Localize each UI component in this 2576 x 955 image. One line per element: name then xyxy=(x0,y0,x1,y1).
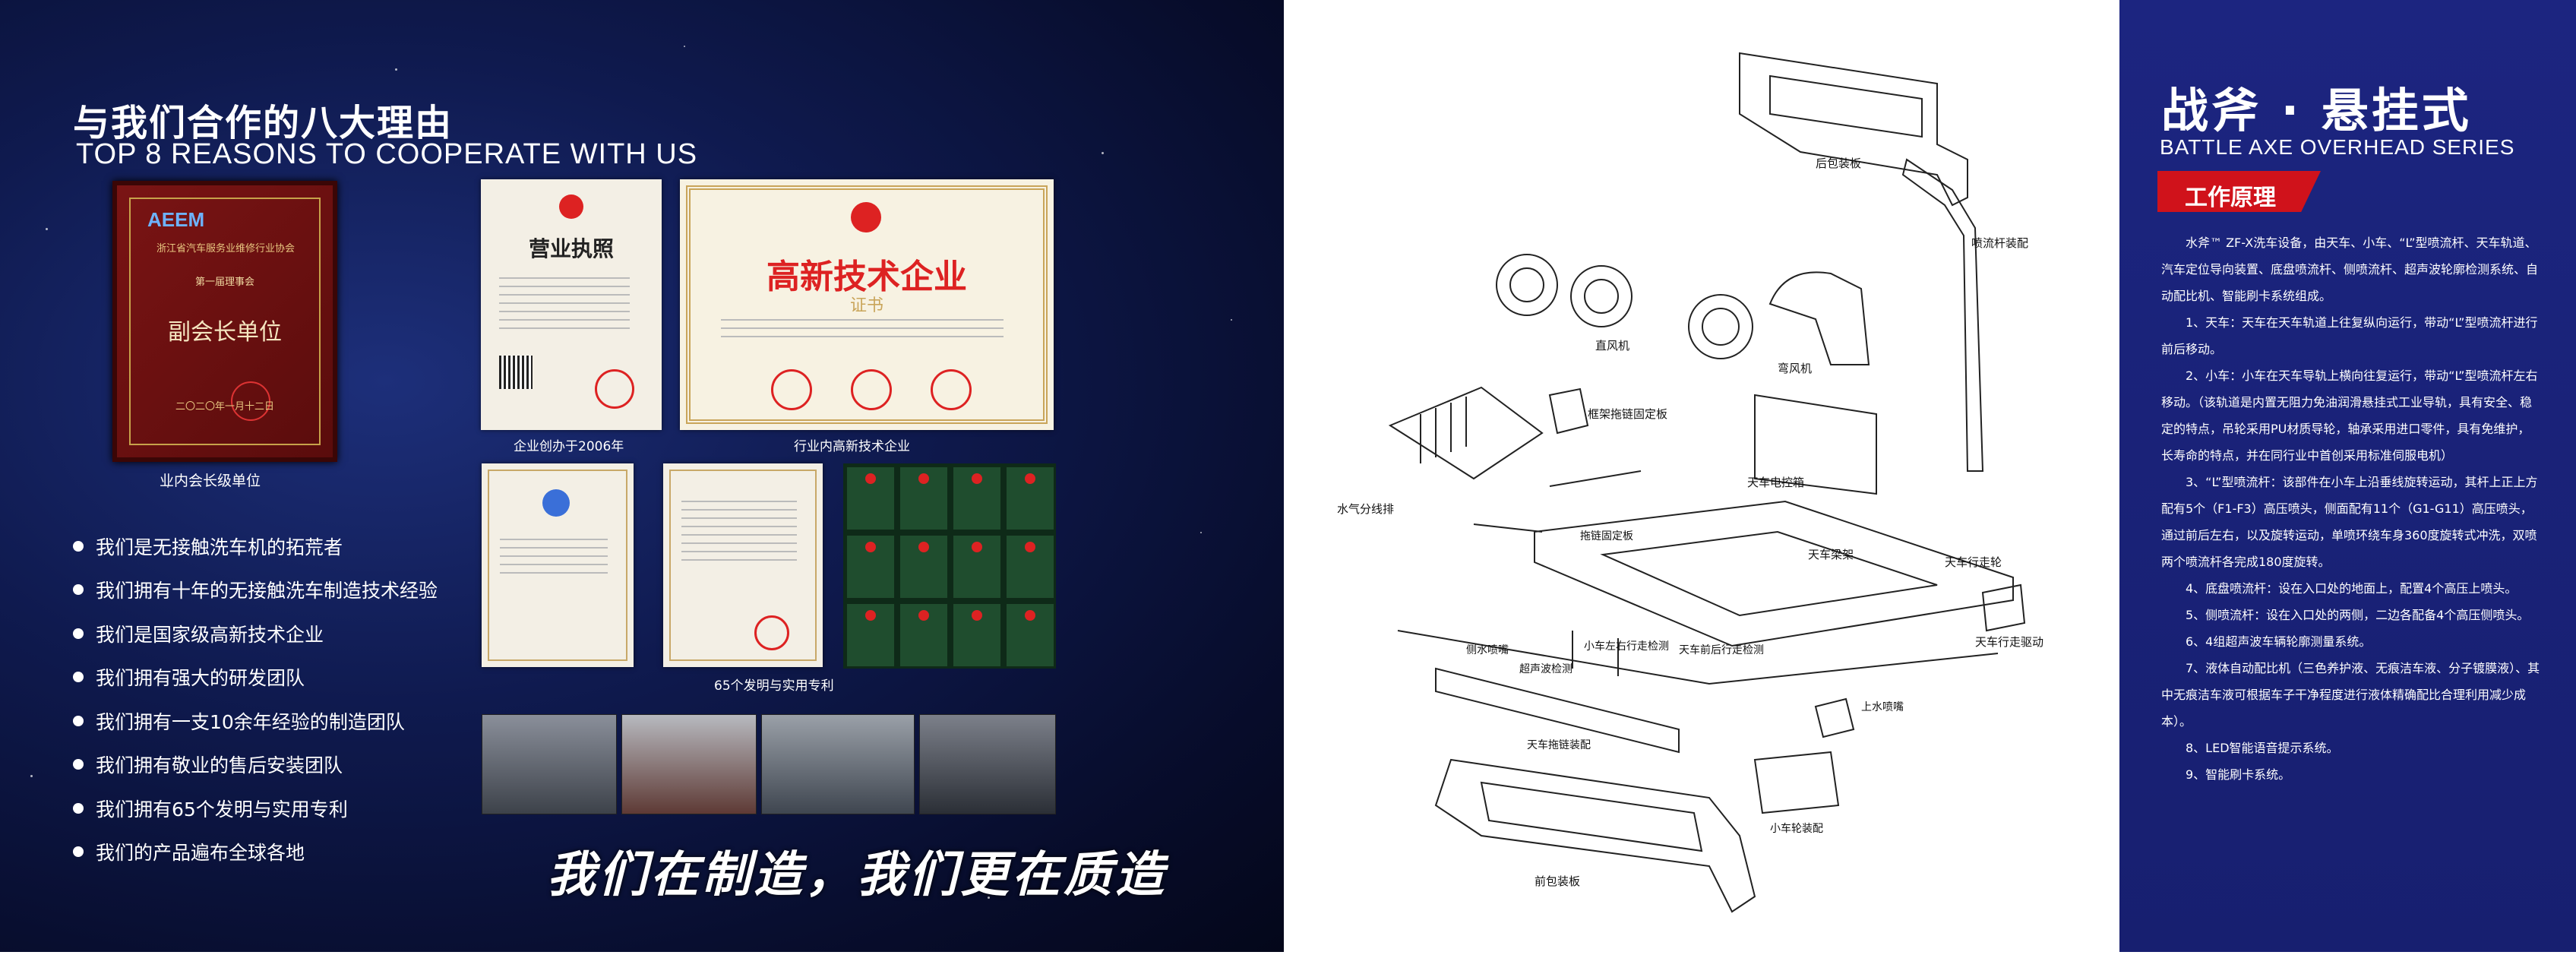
label-chain-bracket: 拖链固定板 xyxy=(1580,530,1633,542)
section-tag: 工作原理 xyxy=(2157,171,2321,212)
label-rear-panel: 后包装板 xyxy=(1816,157,1861,170)
label-chain-slot: 天车拖链装配 xyxy=(1527,738,1591,751)
license-title: 营业执照 xyxy=(528,236,614,261)
list-item: 我们拥有一支10余年经验的制造团队 xyxy=(73,699,438,743)
page-subtitle: TOP 8 REASONS TO COOPERATE WITH US xyxy=(76,138,698,170)
list-item: 我们是国家级高新技术企业 xyxy=(73,612,438,656)
paragraph: 6、4组超声波车辆轮廓测量系统。 xyxy=(2186,634,2372,649)
section-tag-label: 工作原理 xyxy=(2185,185,2276,211)
label-frame-chain: 框架拖链固定板 xyxy=(1588,407,1667,421)
paragraph: 9、智能刷卡系统。 xyxy=(2186,767,2291,782)
factory-photo-4 xyxy=(919,714,1056,814)
right-panel xyxy=(2119,0,2576,952)
list-item: 我们拥有强大的研发团队 xyxy=(73,656,438,700)
label-travel-wheel: 天车行走轮 xyxy=(1945,555,2002,569)
series-title: 战斧 · 悬挂式 xyxy=(2161,83,2472,138)
label-side-nozzle: 侧水喷嘴 xyxy=(1466,644,1509,656)
label-ultra-detect: 超声波检测 xyxy=(1519,663,1572,675)
patents-caption: 65个发明与实用专利 xyxy=(714,678,834,694)
association-plaque: AEEM 浙江省汽车服务业维修行业协会 第一届理事会 副会长单位 二〇二〇年一月… xyxy=(112,181,337,462)
paragraph: 4、底盘喷流杆：设在入口处的地面上，配置4个高压上喷头。 xyxy=(2186,581,2518,596)
series-subtitle: BATTLE AXE OVERHEAD SERIES xyxy=(2160,135,2515,159)
patent-certificate-wall xyxy=(843,463,1056,669)
factory-photo-1 xyxy=(482,714,617,814)
label-water-gas: 水气分线排 xyxy=(1337,502,1394,516)
hightech-title: 高新技术企业 xyxy=(766,258,967,296)
exploded-diagram-panel: 后包装板 喷流杆装配 直风机 弯风机 框架拖链固定板 水气分线排 天车电控箱 天… xyxy=(1284,0,2119,952)
list-item: 我们是无接触洗车机的拓荒者 xyxy=(73,524,438,568)
slogan: 我们在制造，我们更在质造 xyxy=(547,846,1167,903)
paragraph: 2、小车：小车在天车导轨上横向往复运行，带动“L”型喷流杆左右移动。（该轨道是内… xyxy=(2161,368,2538,463)
plaque-association: 浙江省汽车服务业维修行业协会 xyxy=(156,243,295,255)
list-item: 我们拥有十年的无接触洗车制造技术经验 xyxy=(73,568,438,612)
patent-certificate-2 xyxy=(663,463,823,667)
hightech-caption: 行业内高新技术企业 xyxy=(794,439,910,454)
label-travel-detect: 天车前后行走检测 xyxy=(1679,644,1764,656)
paragraph: 1、天车：天车在天车轨道上往复纵向运行，带动“L”型喷流杆进行前后移动。 xyxy=(2161,315,2538,356)
plaque-session: 第一届理事会 xyxy=(194,277,254,288)
factory-photo-2 xyxy=(621,714,757,814)
label-curved-fan: 弯风机 xyxy=(1778,362,1812,375)
page-title: 与我们合作的八大理由 xyxy=(73,102,454,144)
working-principle-text: 水斧™ ZF-X洗车设备，由天车、小车、“L”型喷流杆、天车轨道、汽车定位导向装… xyxy=(2161,229,2541,788)
machine-exploded-diagram: 后包装板 喷流杆装配 直风机 弯风机 框架拖链固定板 水气分线排 天车电控箱 天… xyxy=(1337,52,2043,913)
business-license-image: 营业执照 xyxy=(481,179,662,430)
plaque-date: 二〇二〇年一月十二日 xyxy=(175,401,274,413)
left-panel: 与我们合作的八大理由 TOP 8 REASONS TO COOPERATE WI… xyxy=(0,0,1284,952)
reasons-list: 我们是无接触洗车机的拓荒者 我们拥有十年的无接触洗车制造技术经验 我们是国家级高… xyxy=(73,524,438,874)
plaque-caption: 业内会长级单位 xyxy=(160,473,261,489)
paragraph: 3、“L”型喷流杆：该部件在小车上沿垂线旋转运动，其杆上正上方配有5个（F1-F… xyxy=(2161,475,2538,569)
label-spray-arm: 喷流杆装配 xyxy=(1971,236,2028,250)
paragraph: 5、侧喷流杆：设在入口处的两侧，二边各配备4个高压侧喷头。 xyxy=(2186,608,2530,622)
label-front-panel: 前包装板 xyxy=(1535,874,1580,888)
list-item: 我们拥有敬业的售后安装团队 xyxy=(73,743,438,787)
label-travel-drive: 天车行走驱动 xyxy=(1975,635,2043,649)
label-small-car: 小车轮装配 xyxy=(1770,822,1823,835)
hightech-certificate-image: 高新技术企业 证书 xyxy=(680,179,1054,430)
plaque-main-text: 副会长单位 xyxy=(168,319,282,346)
plaque-seal-icon xyxy=(231,381,270,421)
paragraph: 7、液体自动配比机（三色养护液、无痕洁车液、分子镀膜液）、其中无痕洁车液可根据车… xyxy=(2161,661,2540,729)
factory-photo-3 xyxy=(761,714,915,814)
label-top-frame: 天车梁架 xyxy=(1808,548,1854,561)
hightech-sub: 证书 xyxy=(849,296,883,315)
license-caption: 企业创办于2006年 xyxy=(514,439,624,454)
label-spray: 上水喷嘴 xyxy=(1861,701,1904,713)
paragraph: 水斧™ ZF-X洗车设备，由天车、小车、“L”型喷流杆、天车轨道、汽车定位导向装… xyxy=(2161,236,2539,303)
plaque-logo: AEEM xyxy=(147,208,205,231)
list-item: 我们拥有65个发明与实用专利 xyxy=(73,786,438,830)
paragraph: 8、LED智能语音提示系统。 xyxy=(2186,741,2339,755)
label-control-box: 天车电控箱 xyxy=(1747,476,1804,489)
label-position-detect: 小车左右行走检测 xyxy=(1584,640,1669,653)
patent-certificate-1 xyxy=(482,463,634,667)
list-item: 我们的产品遍布全球各地 xyxy=(73,830,438,874)
label-straight-fan: 直风机 xyxy=(1595,339,1629,353)
